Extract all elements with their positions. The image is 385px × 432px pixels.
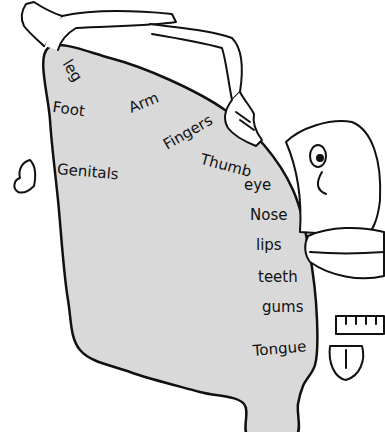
cortex-slice (43, 45, 317, 432)
nose-drawing (318, 172, 326, 194)
body-part-label: teeth (258, 268, 298, 286)
finger-lines (236, 112, 254, 130)
arm-drawing (150, 24, 242, 100)
body-part-label: gums (262, 298, 303, 316)
lip-line (310, 252, 384, 254)
jaw-drawing (336, 316, 384, 334)
head-drawing (286, 121, 380, 236)
foot-drawing (22, 2, 62, 46)
lips-drawing (305, 228, 384, 278)
hand-drawing (225, 92, 262, 146)
pupil-drawing (317, 155, 323, 161)
body-part-label: lips (256, 236, 282, 254)
body-part-label: eye (244, 176, 271, 194)
genitals-drawing (14, 160, 35, 193)
eye-drawing (310, 145, 326, 167)
tongue-drawing (330, 346, 364, 380)
tongue-line (345, 350, 347, 368)
teeth-drawing (346, 316, 376, 324)
body-part-label: Nose (250, 206, 287, 224)
